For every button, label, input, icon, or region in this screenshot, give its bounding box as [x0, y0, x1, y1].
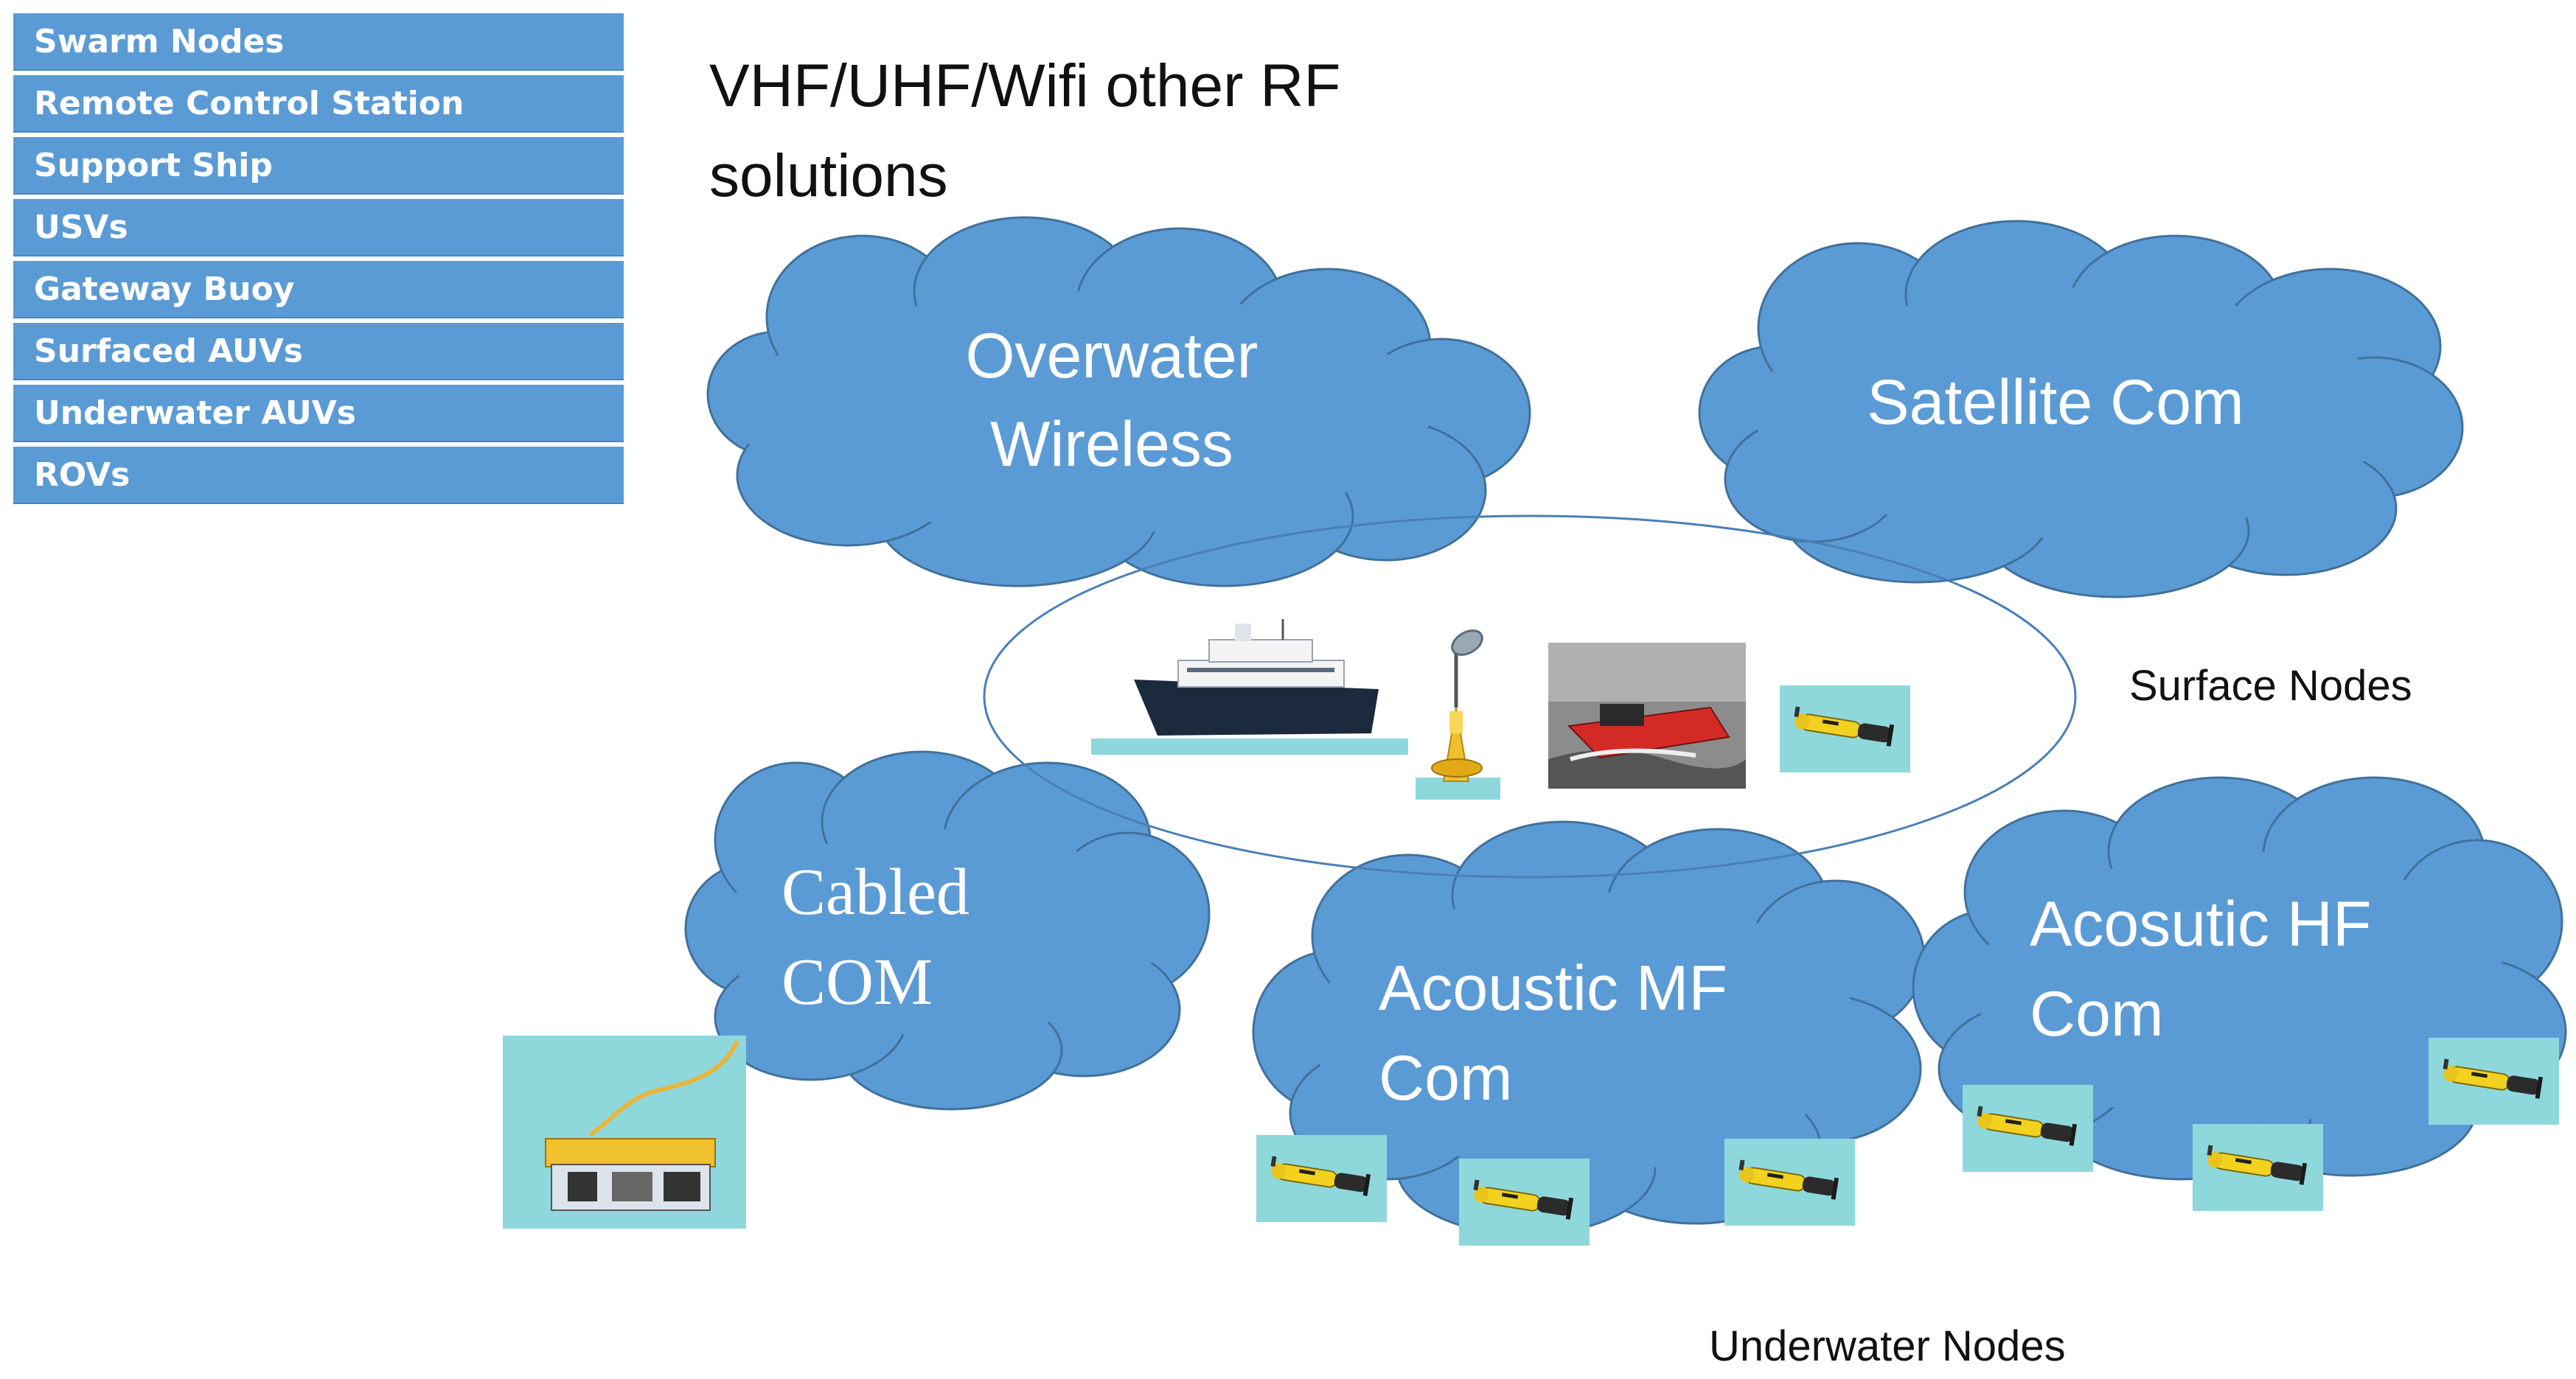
legend-item-swarm-nodes: Swarm Nodes: [13, 13, 624, 71]
rov-photo: [503, 1036, 746, 1229]
underwater-nodes-label: Underwater Nodes: [1709, 1322, 2066, 1370]
acoustic-mf-label-line2: Com: [1379, 1043, 1513, 1114]
underwater-auv-photo: [2191, 1124, 2325, 1211]
legend-item-surfaced-auvs: Surfaced AUVs: [13, 323, 624, 380]
overwater-label-line1: Overwater: [966, 321, 1259, 391]
legend-item-gateway-buoy: Gateway Buoy: [13, 261, 624, 318]
cloud-cabled-com: Cabled COM: [684, 750, 1211, 1111]
underwater-auv-photo: [1255, 1135, 1388, 1222]
cloud-acoustic-hf-com: Acosutic HF Com: [1912, 776, 2567, 1181]
underwater-auv-photo: [1458, 1159, 1591, 1246]
legend-list: Swarm Nodes Remote Control Station Suppo…: [13, 13, 624, 509]
surface-nodes-ellipse: [983, 514, 2077, 879]
overwater-label-line2: Wireless: [990, 409, 1233, 480]
underwater-auv-photo: [1723, 1139, 1856, 1226]
surface-nodes-label: Surface Nodes: [2129, 662, 2412, 710]
diagram-title: VHF/UHF/Wifi other RF solutions: [709, 52, 1341, 209]
cloud-acoustic-mf-com: Acoustic MF Com: [1252, 820, 1926, 1236]
satellite-label: Satellite Com: [1867, 367, 2243, 438]
cloud-overwater-wireless: Overwater Wireless: [706, 216, 1531, 587]
acoustic-mf-label-line1: Acoustic MF: [1379, 953, 1727, 1024]
underwater-auv-photo: [1961, 1085, 2095, 1172]
legend-item-support-ship: Support Ship: [13, 137, 624, 195]
legend-item-remote-control-station: Remote Control Station: [13, 75, 624, 133]
legend-item-rovs: ROVs: [13, 447, 624, 504]
legend-item-underwater-auvs: Underwater AUVs: [13, 385, 624, 442]
legend-item-usvs: USVs: [13, 199, 624, 256]
underwater-auv-photo: [2427, 1038, 2561, 1125]
usv-photo: [1548, 643, 1746, 789]
cabled-label-line2: COM: [781, 946, 933, 1019]
cloud-satellite-com: Satellite Com: [1698, 220, 2464, 598]
surfaced-auv-photo: [1778, 685, 1912, 772]
cabled-label-line1: Cabled: [781, 856, 970, 929]
acoustic-hf-label-line2: Com: [2030, 979, 2164, 1050]
gateway-buoy-photo: [1416, 629, 1500, 800]
acoustic-hf-label-line1: Acosutic HF: [2030, 889, 2372, 960]
support-ship-photo: [1091, 619, 1408, 755]
